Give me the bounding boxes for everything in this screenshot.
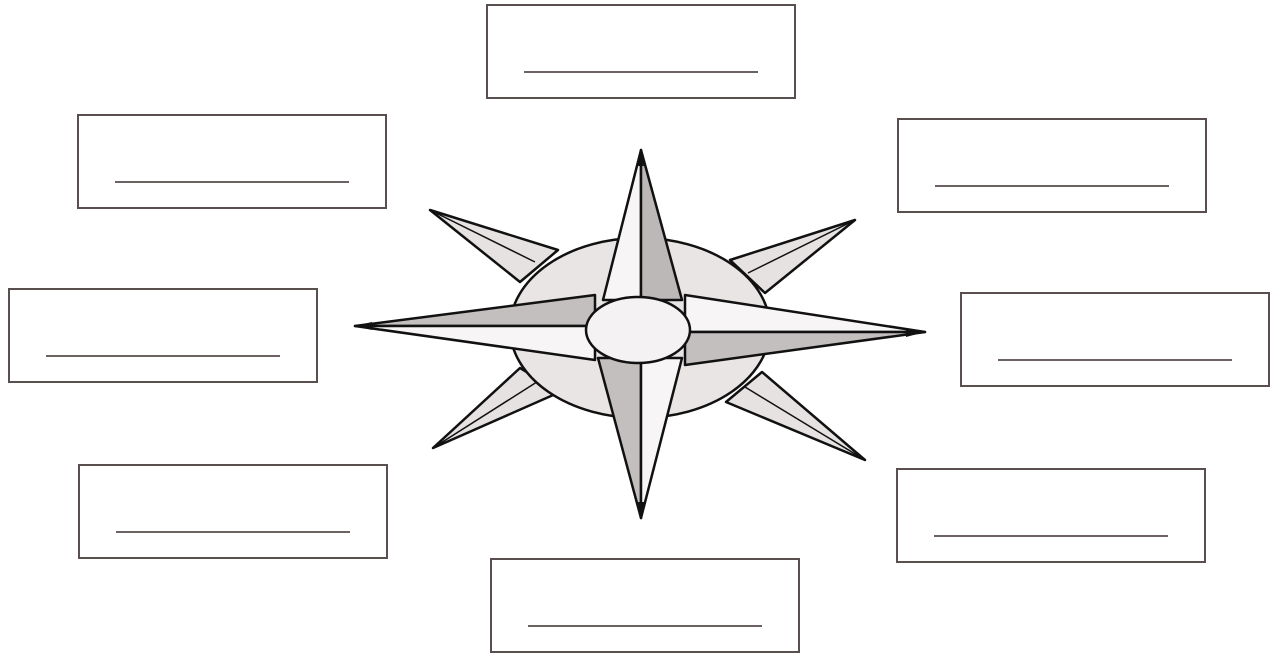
west-point — [355, 295, 595, 326]
north-point — [603, 150, 641, 300]
east-point — [685, 295, 925, 332]
answer-line — [934, 535, 1168, 537]
answer-line — [115, 181, 349, 183]
answer-line — [116, 531, 350, 533]
answer-line — [998, 359, 1232, 361]
southwest-label-box[interactable] — [78, 464, 388, 559]
south-point — [598, 358, 641, 518]
answer-line — [46, 355, 280, 357]
west-label-box[interactable] — [8, 288, 318, 383]
compass-center — [586, 297, 690, 363]
southeast-label-box[interactable] — [896, 468, 1206, 563]
northwest-label-box[interactable] — [77, 114, 387, 209]
north-label-box[interactable] — [486, 4, 796, 99]
east-label-box[interactable] — [960, 292, 1270, 387]
answer-line — [935, 185, 1169, 187]
south-label-box[interactable] — [490, 558, 800, 653]
northeast-label-box[interactable] — [897, 118, 1207, 213]
answer-line — [524, 71, 758, 73]
answer-line — [528, 625, 762, 627]
